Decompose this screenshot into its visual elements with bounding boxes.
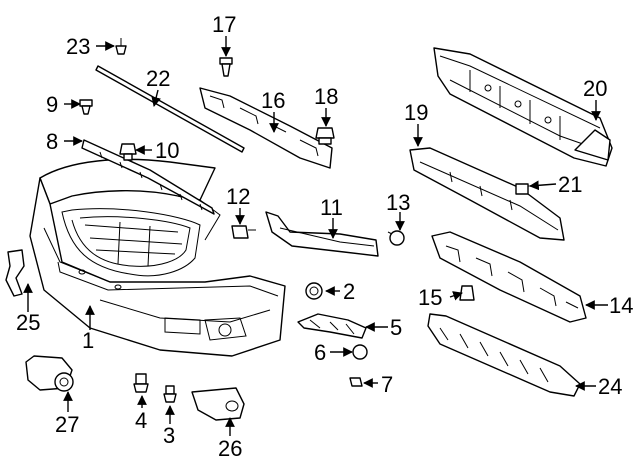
callout-10: 10 bbox=[155, 138, 179, 163]
fastener-parts bbox=[79, 38, 536, 403]
callout-12: 12 bbox=[226, 184, 250, 209]
callout-1: 1 bbox=[82, 328, 94, 353]
moulding-strip-part bbox=[95, 65, 245, 153]
side-bracket-part bbox=[297, 313, 367, 339]
callout-7: 7 bbox=[381, 372, 393, 397]
callout-23: 23 bbox=[66, 34, 90, 59]
leader-lines bbox=[23, 36, 608, 436]
callout-16: 16 bbox=[261, 88, 285, 113]
callout-2: 2 bbox=[343, 279, 355, 304]
callout-8: 8 bbox=[46, 129, 58, 154]
callout-20: 20 bbox=[583, 76, 607, 101]
callout-17: 17 bbox=[212, 12, 236, 37]
callout-5: 5 bbox=[390, 315, 402, 340]
side-guide-part bbox=[5, 249, 25, 297]
callout-15: 15 bbox=[418, 285, 442, 310]
upper-seal-strip-part bbox=[81, 139, 215, 215]
callout-22: 22 bbox=[146, 66, 170, 91]
callout-14: 14 bbox=[609, 293, 633, 318]
parking-sensor-part bbox=[25, 355, 74, 392]
callout-25: 25 bbox=[16, 310, 40, 335]
energy-absorber-part bbox=[409, 147, 565, 241]
callout-labels: 1 2 3 4 5 6 7 8 9 10 11 12 13 14 15 16 1… bbox=[16, 12, 633, 461]
callout-11: 11 bbox=[320, 195, 343, 220]
callout-21: 21 bbox=[558, 172, 582, 197]
upper-bracket-part bbox=[199, 87, 333, 169]
callout-26: 26 bbox=[218, 436, 242, 461]
callout-24: 24 bbox=[598, 374, 622, 399]
fog-lamp-cover-part bbox=[191, 387, 245, 421]
reinforcement-beam-part bbox=[433, 47, 613, 167]
callout-4: 4 bbox=[135, 408, 147, 433]
callout-3: 3 bbox=[163, 423, 175, 448]
callout-6: 6 bbox=[314, 340, 326, 365]
center-bracket-part bbox=[265, 211, 379, 257]
lower-reinforcement-part bbox=[431, 231, 587, 323]
callout-27: 27 bbox=[55, 412, 79, 437]
callout-13: 13 bbox=[386, 190, 410, 215]
callout-9: 9 bbox=[46, 92, 58, 117]
callout-18: 18 bbox=[314, 84, 338, 109]
callout-19: 19 bbox=[404, 100, 428, 125]
lower-spoiler-part bbox=[427, 313, 581, 397]
